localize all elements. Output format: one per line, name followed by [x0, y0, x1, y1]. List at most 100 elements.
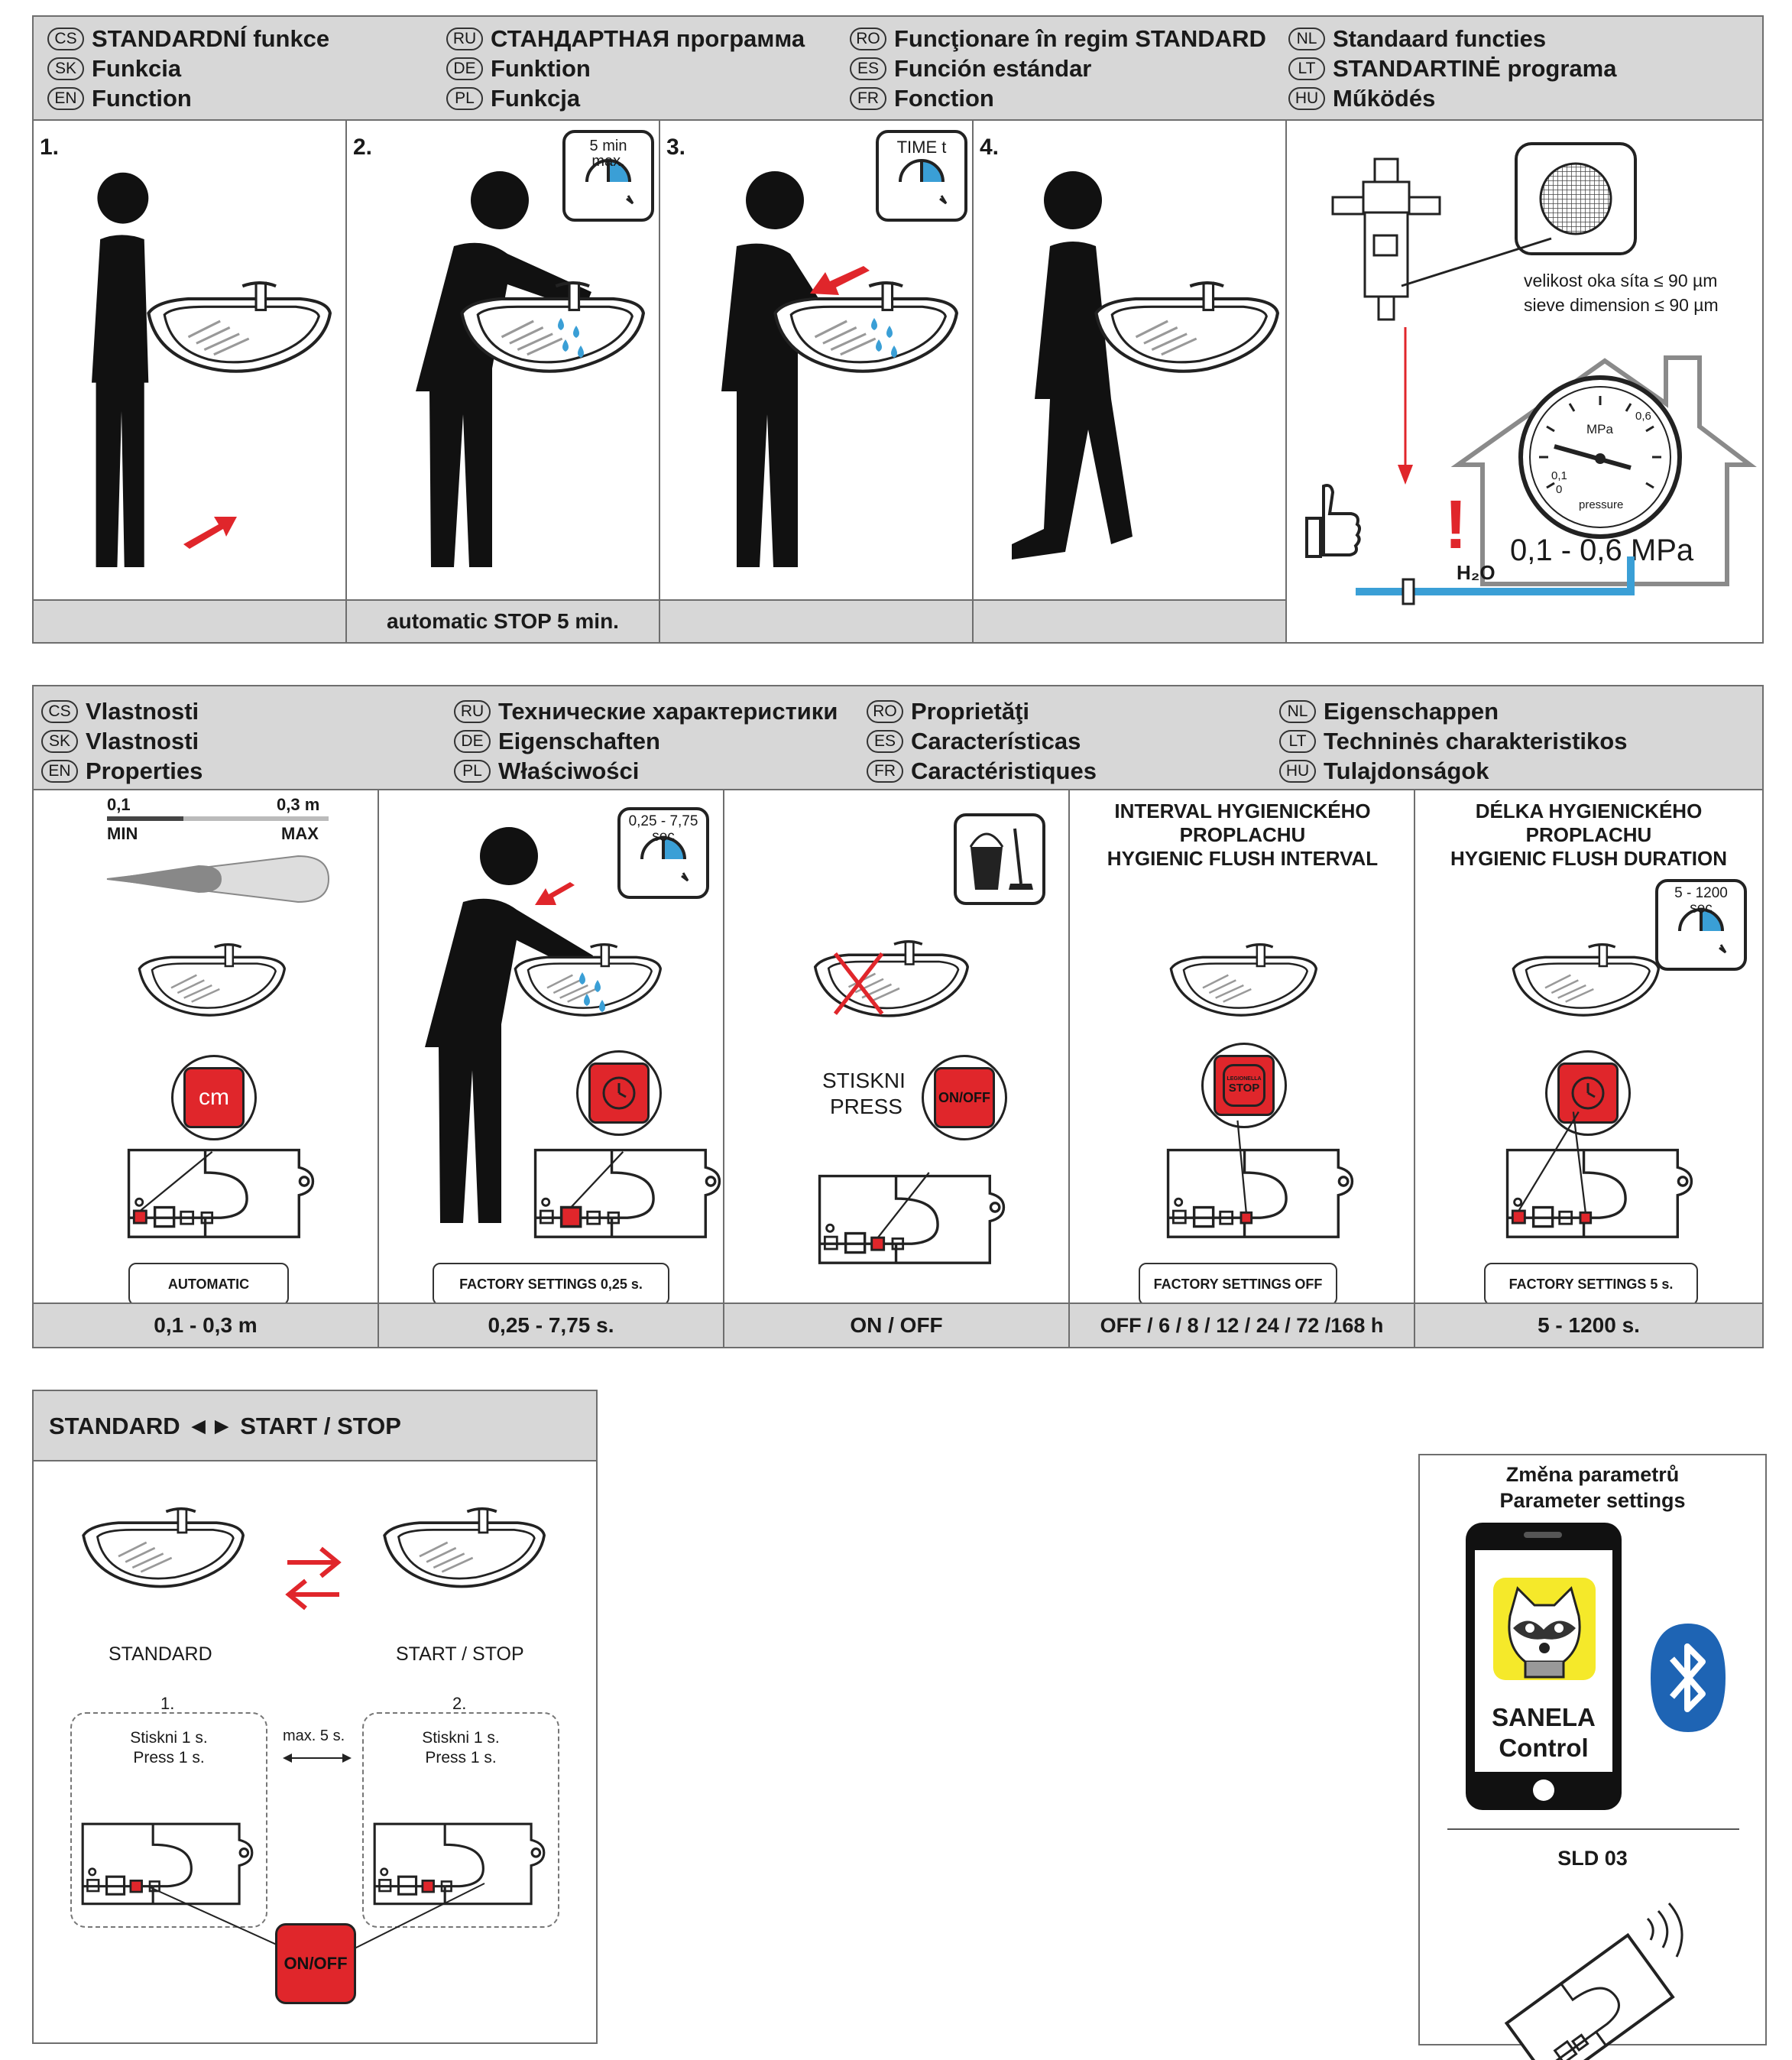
clock-icon — [602, 1076, 636, 1110]
onoff-button-large[interactable]: ON/OFF — [275, 1923, 356, 2004]
model-label: SLD 03 — [1557, 1847, 1628, 1870]
footer-duration: 5 - 1200 s. — [1538, 1313, 1640, 1337]
water-drops-icon — [558, 318, 584, 358]
timer-sec-icon: 5 - 1200 sec — [1655, 879, 1747, 971]
pressure-gauge-icon — [1518, 375, 1682, 539]
gauge-tick-0: 0 — [1556, 483, 1563, 496]
step-2: 2. 5 min max. — [347, 121, 660, 642]
timer-5min-icon: 5 min max. — [562, 130, 654, 222]
person-washing-icon — [425, 827, 593, 1223]
controller-unit-icon — [1504, 1111, 1695, 1242]
water-drops-icon — [579, 972, 605, 1012]
prop-onoff: STISKNI PRESS ON/OFF — [724, 790, 1070, 1304]
prop-duration: DÉLKA HYGIENICKÉHO PROPLACHU HYGIENIC FL… — [1415, 790, 1762, 1306]
sieve-size-en: sieve dimension ≤ 90 µm — [1524, 295, 1719, 315]
mode-switch-section: STANDARD ◄► START / STOP STANDARD START … — [32, 1390, 598, 2044]
controller-unit-icon — [532, 1147, 723, 1242]
double-arrow-icon — [283, 1753, 352, 1763]
filter-valve-icon — [1331, 157, 1441, 321]
controller-unit-icon — [816, 1172, 1007, 1268]
range-bar — [107, 816, 329, 821]
clock-button[interactable] — [1545, 1050, 1631, 1136]
connector-lines — [147, 1883, 485, 1953]
prop-range: 0,1 0,3 m MIN MAX cm AUTOMATIC — [34, 790, 379, 1306]
pressure-range: 0,1 - 0,6 MPa — [1510, 534, 1694, 567]
factory-5s-pill: FACTORY SETTINGS 5 s. — [1484, 1263, 1698, 1306]
controller-unit-icon — [371, 1821, 547, 1909]
stop-sign-icon: LEGIONELLA STOP — [1223, 1064, 1265, 1107]
home-button — [1533, 1779, 1554, 1801]
step-2-panel: Stiskni 1 s. Press 1 s. — [362, 1712, 559, 1928]
factory-025-pill: FACTORY SETTINGS 0,25 s. — [433, 1263, 669, 1306]
interval-title: INTERVAL HYGIENICKÉHO PROPLACHU HYGIENIC… — [1107, 800, 1379, 870]
sink-start-stop-icon — [378, 1507, 546, 1591]
press-cs: STISKNI — [822, 1069, 906, 1092]
onoff-button[interactable]: ON/OFF — [922, 1055, 1007, 1140]
gauge-unit: MPa — [1586, 422, 1613, 436]
mode-switch-title: STANDARD ◄► START / STOP — [49, 1413, 401, 1439]
phone-screen: SANELA Control — [1475, 1550, 1612, 1772]
gauge-tick-06: 0,6 — [1635, 410, 1651, 423]
smartphone-icon: SANELA Control — [1466, 1523, 1622, 1810]
footer-timing: 0,25 - 7,75 s. — [379, 1304, 724, 1347]
sink-icon — [1165, 943, 1317, 1020]
warning-mark: ! — [1444, 487, 1467, 563]
flow-down-arrow-icon — [1398, 327, 1413, 485]
legionella-stop-button[interactable]: LEGIONELLA STOP — [1201, 1043, 1287, 1128]
max-time-label: max. 5 s. — [283, 1727, 345, 1744]
step-1: 1. — [34, 121, 347, 642]
sieve-mesh-icon — [1515, 142, 1637, 255]
standard-label: STANDARD — [109, 1643, 212, 1665]
footer-range: 0,1 - 0,3 m — [34, 1304, 379, 1347]
sink-standard-icon — [76, 1507, 245, 1591]
step-3: 3. TIME t — [660, 121, 974, 642]
sink-icon — [133, 943, 286, 1020]
hand-arrow-icon — [535, 882, 575, 905]
sieve-pointer-line — [1401, 237, 1552, 287]
divider — [1447, 1828, 1739, 1830]
h2o-label: H₂O — [1457, 561, 1495, 584]
sink-disabled-icon — [809, 940, 969, 1020]
footer-onoff: ON / OFF — [724, 1304, 1070, 1347]
footer-auto-stop: automatic STOP 5 min. — [347, 601, 660, 642]
step-4: 4. — [974, 121, 1287, 642]
person-washing-icon — [416, 171, 591, 567]
clock-icon — [1571, 1076, 1605, 1110]
properties-row: 0,1 0,3 m MIN MAX cm AUTOMATIC 0,25 - 7,… — [34, 790, 1762, 1306]
bluetooth-icon — [1651, 1624, 1726, 1732]
parameter-settings-title: Změna parametrů Parameter settings — [1499, 1463, 1686, 1512]
gauge-label: pressure — [1579, 498, 1624, 511]
prop-interval: INTERVAL HYGIENICKÉHO PROPLACHU HYGIENIC… — [1070, 790, 1415, 1306]
function-footer: automatic STOP 5 min. — [34, 599, 1287, 642]
duration-title: DÉLKA HYGIENICKÉHO PROPLACHU HYGIENIC FL… — [1450, 800, 1728, 870]
footer-interval: OFF / 6 / 8 / 12 / 24 / 72 /168 h — [1070, 1304, 1415, 1347]
controller-unit-icon — [1165, 1120, 1356, 1242]
controller-wireless-icon — [1504, 1903, 1683, 2060]
factory-off-pill: FACTORY SETTINGS OFF — [1139, 1263, 1337, 1306]
prop-timing: 0,25 - 7,75 sec FACTORY SETTINGS 0,25 s. — [379, 790, 724, 1306]
pressure-panel: velikost oka síta ≤ 90 µm sieve dimensio… — [1287, 121, 1762, 642]
steps-row: 1. 2. 5 min max. 3. TIME t — [34, 121, 1762, 642]
controller-unit-icon — [79, 1821, 255, 1909]
cm-button[interactable]: cm — [171, 1055, 257, 1140]
start-stop-label: START / STOP — [396, 1643, 524, 1665]
withdraw-arrow-icon — [810, 266, 870, 295]
sink-icon — [141, 281, 332, 377]
sanela-app-icon[interactable] — [1493, 1578, 1596, 1680]
raccoon-icon — [1508, 1586, 1581, 1679]
clock-button[interactable] — [576, 1050, 662, 1136]
sink-icon — [1507, 943, 1660, 1020]
water-drops-icon — [871, 318, 897, 358]
press-en: PRESS — [830, 1095, 902, 1118]
